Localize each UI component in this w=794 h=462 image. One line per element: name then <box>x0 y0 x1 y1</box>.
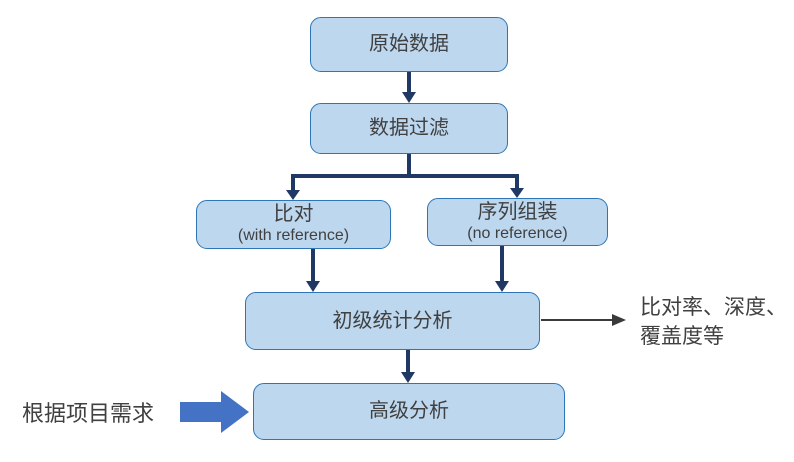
node-assembly-sublabel: (no reference) <box>467 224 568 242</box>
node-primary-stats-label: 初级统计分析 <box>332 309 453 332</box>
node-assembly: 序列组装 (no reference) <box>427 198 608 246</box>
node-raw-data: 原始数据 <box>310 17 508 72</box>
node-raw-data-label: 原始数据 <box>369 33 449 55</box>
stats-output-note-line2: 覆盖度等 <box>640 325 724 348</box>
node-primary-stats: 初级统计分析 <box>245 292 540 350</box>
arrow-stats-to-advanced <box>401 350 415 383</box>
branch-fork-connector <box>286 154 524 200</box>
block-arrow-project-need <box>180 391 249 433</box>
node-advanced: 高级分析 <box>253 383 565 440</box>
node-assembly-label: 序列组装 <box>477 200 558 223</box>
node-alignment-label: 比对 <box>273 203 314 226</box>
node-alignment: 比对 (with reference) <box>196 200 391 249</box>
arrow-alignment-to-stats <box>306 249 320 292</box>
project-need-label: 根据项目需求 <box>22 401 155 426</box>
node-data-filter: 数据过滤 <box>310 103 508 154</box>
node-advanced-label: 高级分析 <box>369 400 449 422</box>
arrow-raw-to-filter <box>402 72 416 103</box>
arrow-stats-to-note <box>541 314 626 326</box>
stats-output-note: 比对率、深度、 覆盖度等 <box>640 293 787 351</box>
node-data-filter-label: 数据过滤 <box>369 117 449 139</box>
stats-output-note-line1: 比对率、深度、 <box>640 296 787 319</box>
node-alignment-sublabel: (with reference) <box>237 227 350 245</box>
arrow-assembly-to-stats <box>495 246 509 292</box>
